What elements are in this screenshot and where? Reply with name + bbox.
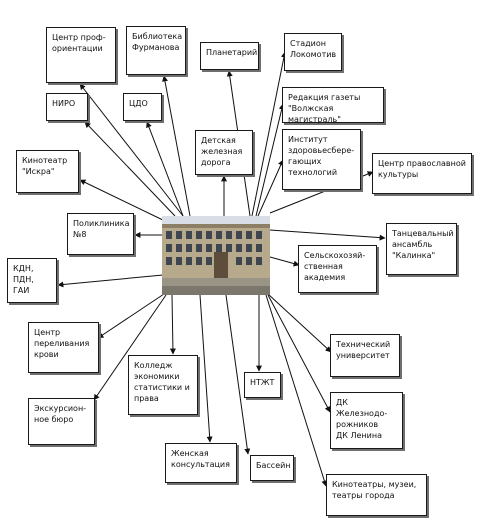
node-dance-ensemble-kalinka: Танцевальный ансамбль "Калинка"	[386, 223, 457, 275]
arrow-to-furmanov-library	[162, 75, 191, 217]
arrow-to-kdn-pdn-gai	[57, 274, 164, 288]
arrow-to-economics-college	[169, 294, 176, 355]
arrow-to-agricultural-academy	[269, 256, 300, 267]
node-childrens-railway: Детская железная дорога	[195, 130, 253, 175]
node-excursion-bureau: Экскурсион- ное бюро	[28, 398, 95, 445]
arrow-to-excursion-bureau	[93, 294, 167, 401]
arrow-to-cinema-iskra	[79, 179, 168, 223]
node-swimming-pool: Бассейн	[250, 455, 294, 481]
arrow-to-womens-clinic	[199, 294, 213, 443]
node-health-institute: Институт здоровьесбере- гающих технологи…	[282, 129, 361, 190]
arrow-to-dance-ensemble-kalinka	[269, 229, 386, 241]
node-cinema-iskra: Кинотеатр "Искра"	[16, 150, 79, 193]
node-technical-university: Технический университет	[330, 334, 400, 377]
arrow-to-technical-university	[267, 293, 332, 353]
arrow-to-cdo	[146, 121, 184, 217]
node-agricultural-academy: Сельскохозяй- ственная академия	[298, 245, 377, 293]
arrow-to-blood-transfusion-center	[97, 293, 165, 339]
arrow-to-newspaper-editorial	[255, 103, 285, 217]
node-cdo: ЦДО	[123, 93, 162, 121]
node-womens-clinic: Женская консультация	[165, 443, 237, 483]
node-stadium-lokomotiv: Стадион Локомотив	[284, 33, 342, 71]
node-niro: НИРО	[46, 93, 88, 121]
node-newspaper-editorial: Редакция газеты "Волжская магистраль"	[282, 87, 384, 124]
arrow-to-health-institute	[257, 159, 284, 217]
node-orthodox-culture-center: Центр православной культуры	[372, 153, 472, 194]
arrow-to-dk-railway-workers	[267, 294, 331, 413]
arrow-to-niro	[84, 121, 176, 217]
node-economics-college: Колледж экономики статистики и права	[128, 355, 198, 415]
node-career-orientation-center: Центр проф- ориентации	[46, 27, 116, 83]
node-polyclinic-8: Поликлиника №8	[67, 213, 134, 255]
node-blood-transfusion-center: Центр переливания крови	[28, 322, 99, 373]
school-building-photo	[162, 216, 270, 295]
arrow-to-stadium-lokomotiv	[251, 51, 287, 217]
node-city-cinemas-museums-theatres: Кинотеатры, музеи, театры города	[326, 474, 427, 516]
arrow-to-city-cinemas-museums-theatres	[265, 294, 328, 487]
arrow-to-career-orientation-center	[79, 83, 184, 217]
node-furmanov-library: Библиотека Фурманова	[126, 26, 186, 75]
node-dk-railway-workers: ДК Железнодо- рожников ДК Ленина	[330, 392, 403, 449]
arrow-to-swimming-pool	[225, 294, 251, 455]
node-ntzht: НТЖТ	[244, 372, 281, 398]
node-kdn-pdn-gai: КДН, ПДН, ГАИ	[7, 258, 57, 303]
node-planetarium: Планетарий	[200, 42, 259, 70]
